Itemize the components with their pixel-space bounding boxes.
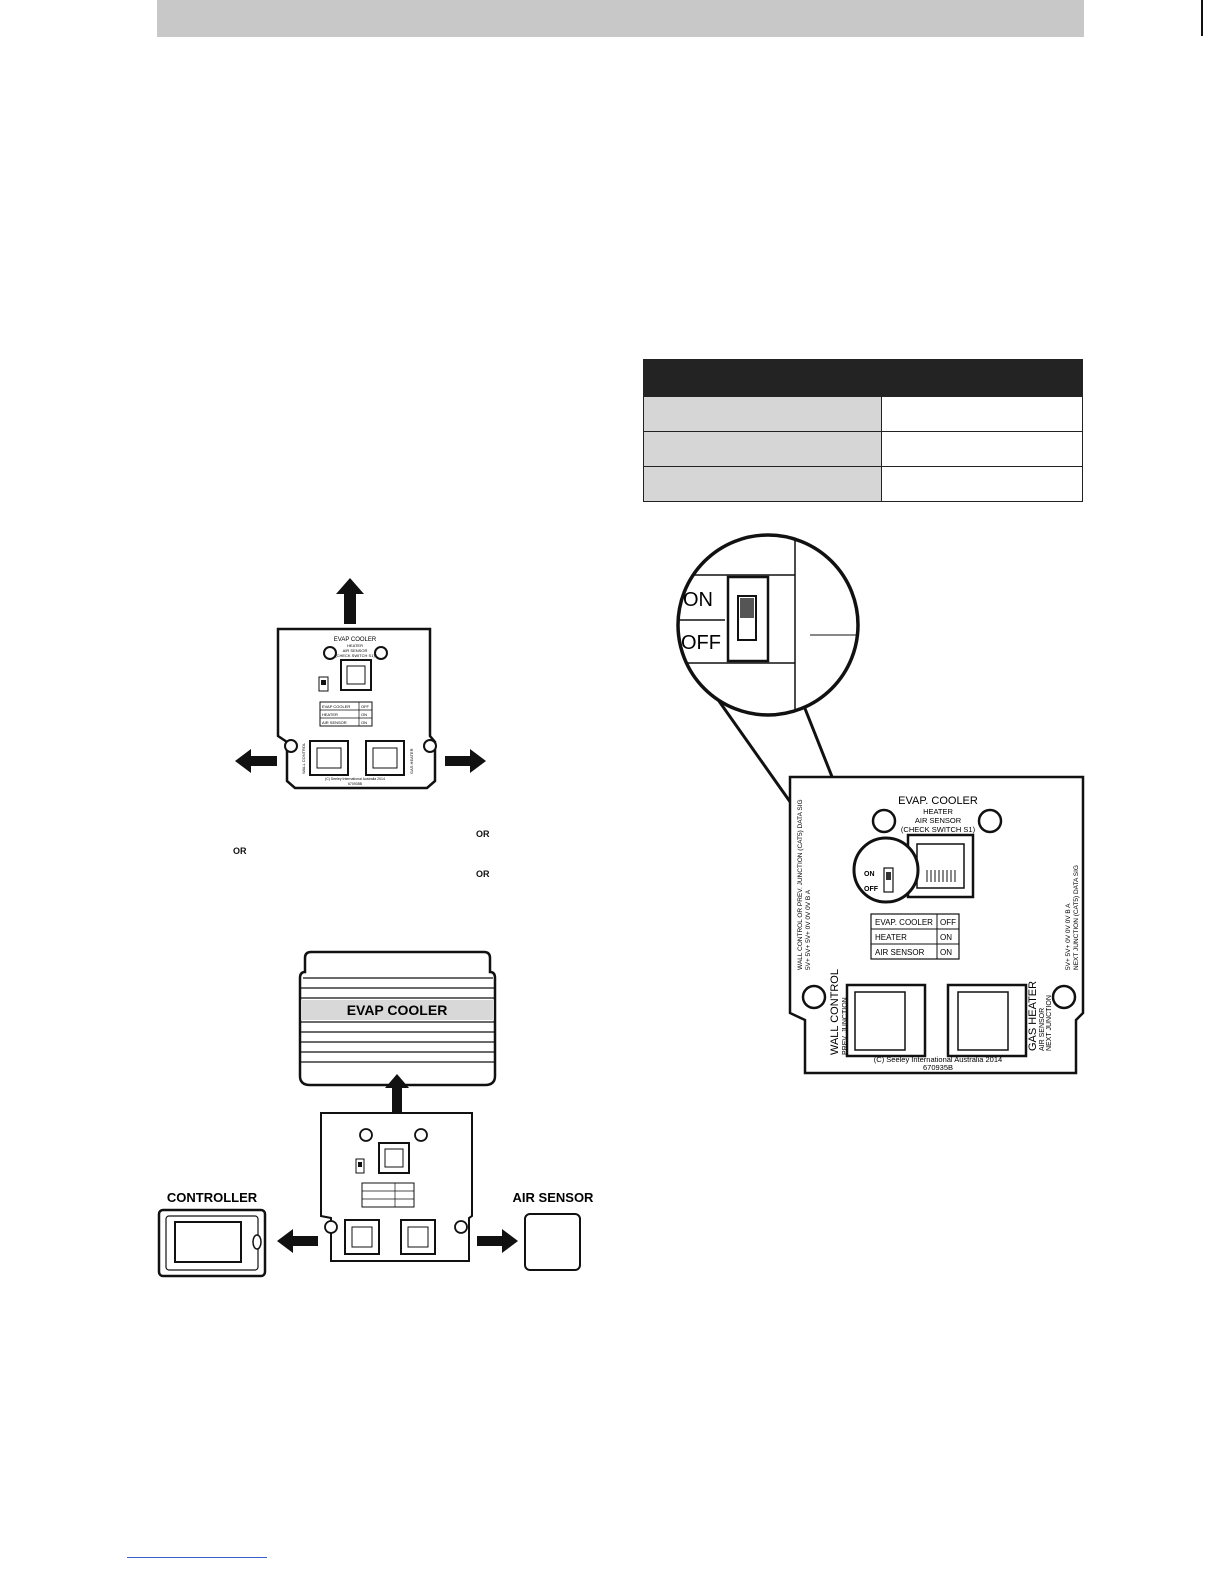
board-title: EVAP COOLER [334, 637, 377, 643]
mount-hole-icon [284, 739, 298, 753]
board-subtitle: AIR SENSOR [343, 648, 368, 653]
svg-text:OFF: OFF [361, 704, 370, 709]
mount-hole-icon [871, 808, 897, 834]
svg-text:HEATER: HEATER [875, 933, 907, 942]
svg-text:PREV. JUNCTION: PREV. JUNCTION [842, 997, 849, 1055]
svg-text:(C) Seeley International Austr: (C) Seeley International Australia 2014 [874, 1055, 1002, 1064]
table-row [643, 466, 1083, 502]
port-label: GAS HEATER [1027, 981, 1039, 1051]
edge-pin-labels: 5V+ 5V+ 5V+ 0V 0V 0V B A [805, 889, 812, 970]
svg-text:(CHECK SWITCH S1): (CHECK SWITCH S1) [901, 825, 976, 834]
junction-board-small-diagram: EVAP COOLER HEATER AIR SENSOR (CHECK SWI… [235, 578, 486, 790]
svg-text:670935B: 670935B [348, 782, 363, 786]
svg-text:OFF: OFF [864, 886, 879, 893]
svg-text:NEXT JUNCTION: NEXT JUNCTION [1046, 995, 1053, 1051]
svg-text:(C) Seeley International Austr: (C) Seeley International Australia 2014 [325, 777, 385, 781]
svg-text:ON: ON [361, 720, 367, 725]
mount-hole-icon [454, 1220, 468, 1234]
svg-text:670935B: 670935B [923, 1063, 953, 1072]
svg-text:OFF: OFF [940, 918, 956, 927]
switch-settings-table [643, 359, 1083, 502]
rj45-port-top [340, 659, 372, 691]
board-setting-table [361, 1182, 415, 1208]
air-sensor-device [524, 1213, 581, 1271]
arrow-left-icon [235, 749, 277, 773]
controller-label: CONTROLLER [167, 1190, 258, 1205]
board-subtitle: HEATER [347, 643, 363, 648]
system-connection-diagram: EVAP COOLER CONTROLLER AIR SENSOR [157, 950, 595, 1278]
svg-text:EVAP. COOLER: EVAP. COOLER [875, 918, 933, 927]
svg-text:ON: ON [864, 871, 875, 878]
zoom-off-label: OFF [681, 632, 721, 654]
mount-hole-icon [1051, 984, 1077, 1010]
arrow-right-icon [477, 1229, 518, 1253]
rj45-port-left [344, 1219, 380, 1255]
svg-text:AIR SENSOR: AIR SENSOR [915, 816, 962, 825]
board-subtitle: (CHECK SWITCH S1) [335, 653, 375, 658]
table-row [643, 396, 1083, 432]
svg-text:HEATER: HEATER [322, 712, 338, 717]
mount-hole-icon [374, 646, 388, 660]
board-setting-table [870, 913, 960, 960]
edge-pin-labels: 5V+ 5V+ 0V 0V 0V B A [1065, 903, 1072, 970]
mount-hole-icon [977, 808, 1003, 834]
svg-text:AIR SENSOR: AIR SENSOR [1039, 1008, 1046, 1051]
header-edge-rule [1201, 0, 1203, 36]
rj45-port-left [845, 983, 927, 1058]
arrow-up-icon [336, 578, 364, 624]
table-cell-setting [881, 396, 1083, 432]
arrow-up-icon [385, 1074, 409, 1112]
rj45-port-left [309, 740, 349, 776]
port-label: GAS HEATER [409, 748, 414, 774]
rj45-port-right [400, 1219, 436, 1255]
board-setting-table [319, 701, 373, 727]
table-cell-device [643, 431, 882, 467]
svg-text:AIR SENSOR: AIR SENSOR [322, 720, 347, 725]
svg-text:ON: ON [940, 933, 952, 942]
table-header-row [643, 359, 1083, 397]
table-cell-device [643, 396, 882, 432]
evap-cooler-label: EVAP COOLER [347, 1002, 448, 1018]
edge-label: WALL CONTROL OR PREV. JUNCTION (CAT5) DA… [797, 799, 804, 970]
header-bar [157, 0, 1084, 37]
or-label: OR [476, 829, 490, 839]
or-label: OR [476, 869, 490, 879]
svg-text:ON: ON [361, 712, 367, 717]
table-cell-setting [881, 431, 1083, 467]
dip-switch-icon [726, 575, 770, 663]
edge-label: NEXT JUNCTION (CAT5) DATA SIG [1073, 865, 1080, 970]
zoom-on-label: ON [683, 589, 713, 611]
port-label: WALL CONTROL [829, 969, 841, 1055]
arrow-left-icon [277, 1229, 318, 1253]
controller-screen [174, 1221, 242, 1263]
svg-text:EVAP COOLER: EVAP COOLER [322, 704, 350, 709]
mount-hole-icon [801, 984, 827, 1010]
arrow-right-icon [445, 749, 486, 773]
mount-hole-icon [324, 1220, 338, 1234]
table-row [643, 431, 1083, 467]
footer-link-underline [127, 1557, 267, 1558]
mount-hole-icon [414, 1128, 428, 1142]
mount-hole-icon [359, 1128, 373, 1142]
board-title: EVAP. COOLER [898, 795, 978, 807]
or-label: OR [233, 846, 247, 856]
mount-hole-icon [423, 739, 437, 753]
svg-text:HEATER: HEATER [923, 807, 953, 816]
svg-text:AIR SENSOR: AIR SENSOR [875, 948, 925, 957]
rj45-port-top [378, 1142, 410, 1174]
rj45-port-right [365, 740, 405, 776]
air-sensor-label: AIR SENSOR [513, 1190, 595, 1205]
mount-hole-icon [323, 646, 337, 660]
port-label: WALL CONTROL [301, 742, 306, 774]
table-cell-device [643, 466, 882, 502]
svg-text:ON: ON [940, 948, 952, 957]
table-cell-setting [881, 466, 1083, 502]
rj45-port-right [946, 983, 1028, 1058]
junction-board-detail-diagram: ON OFF EVAP. COOLER HEATER AIR SENSOR (C… [676, 533, 1085, 1075]
